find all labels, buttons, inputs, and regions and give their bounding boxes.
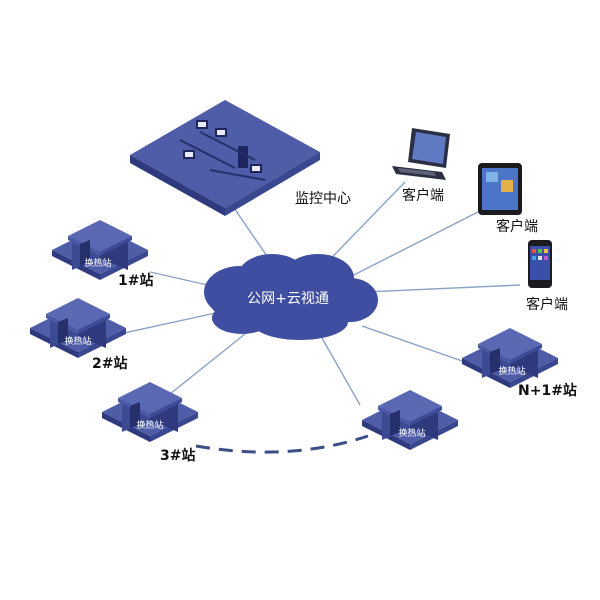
link-client-tablet	[339, 211, 479, 283]
station-label-1: 1#站	[118, 273, 154, 289]
client-label-phone: 客户端	[526, 297, 568, 313]
station-sign: 换热站	[84, 257, 111, 269]
station-3-icon	[102, 382, 198, 442]
link-client-phone	[364, 284, 521, 293]
link-station-1	[149, 271, 213, 287]
link-station-n	[321, 337, 361, 406]
station-n-icon	[362, 390, 458, 450]
client-label-tablet: 客户端	[496, 219, 538, 235]
monitoring-center-label: 监控中心	[295, 191, 351, 207]
monitoring-center-icon	[130, 100, 320, 216]
link-station-2	[114, 311, 221, 336]
cloud-label: 公网+云视通	[247, 291, 329, 307]
more-stations-dashes	[195, 434, 369, 454]
tablet-icon	[478, 163, 522, 215]
station-2-icon	[30, 298, 126, 358]
station-sign: 换热站	[398, 427, 425, 439]
laptop-icon	[392, 128, 450, 180]
station-n1-icon	[462, 328, 558, 388]
client-label-laptop: 客户端	[402, 188, 444, 204]
phone-icon	[528, 240, 552, 288]
internet-cloud	[204, 254, 378, 340]
station-sign: 换热站	[136, 419, 163, 431]
station-label-2: 2#站	[92, 356, 128, 372]
station-sign: 换热站	[64, 335, 91, 347]
station-label-3: 3#站	[160, 448, 196, 464]
link-station-3	[164, 329, 251, 399]
link-station-n1	[361, 325, 466, 363]
station-sign: 换热站	[498, 365, 525, 377]
station-label-n1: N+1#站	[518, 383, 577, 399]
